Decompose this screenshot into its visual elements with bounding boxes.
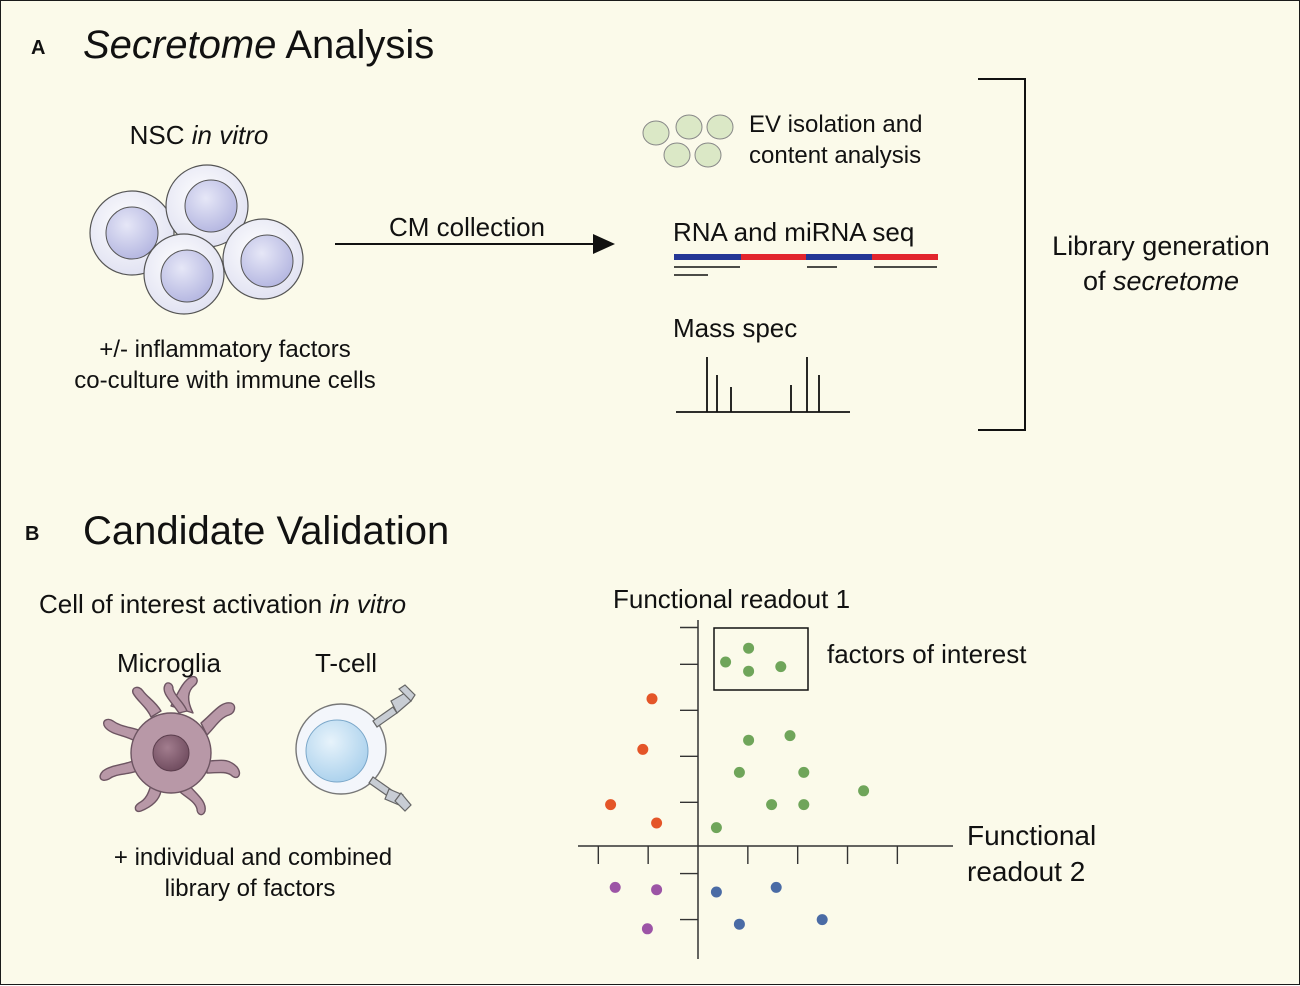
library-line-2-prefix: of [1083,266,1113,296]
factors-of-interest-box [713,627,809,691]
library-line-2: of secretome [1083,266,1239,296]
microglia-label: Microglia [117,648,222,678]
factors-line-2: library of factors [165,875,336,902]
data-point [710,822,722,834]
y-axis-label: Functional readout 1 [613,584,850,614]
nsc-label-italic: in vitro [192,120,269,150]
functional-readout-scatter: Functional readout 1 Functional readout … [578,584,1096,959]
nsc-cells-illustration [89,164,304,315]
data-point [798,766,810,778]
panel-b-letter: B [25,523,39,545]
data-point [646,693,658,705]
data-point [641,923,653,935]
receptor-icon [368,776,412,812]
x-axis-label-line-1: Functional [967,820,1096,851]
axis-ticks [597,626,899,921]
nsc-cell [222,218,304,300]
panel-a-letter: A [31,37,45,59]
data-point [733,766,745,778]
library-line-2-italic: secretome [1113,266,1239,296]
microglia-illustration [99,675,241,816]
receptor-icon [372,684,416,728]
data-point [858,785,870,797]
mass-spec-label: Mass spec [673,313,797,343]
data-point [720,656,732,668]
data-point [816,914,828,926]
data-point [609,881,621,893]
data-point [775,661,787,673]
x-axis-label-line-2: readout 2 [967,856,1085,887]
library-bracket [978,78,1026,431]
nsc-cell [143,233,225,315]
ev-line-2: content analysis [749,142,921,169]
nsc-cell [89,190,175,276]
mass-spectrum-icon [676,357,850,413]
factors-of-interest-label: factors of interest [827,639,1027,669]
library-line-1: Library generation [1052,231,1270,261]
data-point [651,884,663,896]
ev-line-1: EV isolation and [749,111,922,138]
nsc-label-text: NSC [130,120,192,150]
data-point [651,817,663,829]
activation-label-italic: in vitro [329,589,406,619]
panel-a-title-rest: Analysis [276,23,434,67]
activation-label-text: Cell of interest activation [39,589,329,619]
cm-collection-label: CM collection [389,212,545,242]
data-point [743,734,755,746]
panel-a-title: Secretome Analysis [83,23,434,67]
factors-line-1: + individual and combined [114,844,392,871]
condition-line-2: co-culture with immune cells [74,367,375,394]
data-point [733,918,745,930]
condition-line-1: +/- inflammatory factors [99,336,350,363]
data-point [637,743,649,755]
panel-a-title-italic: Secretome [83,23,276,67]
data-point [784,730,796,742]
nsc-label: NSC in vitro [130,120,269,150]
nsc-cell [165,164,249,248]
rna-seq-label: RNA and miRNA seq [673,217,914,247]
tcell-illustration [295,684,416,812]
data-point [770,881,782,893]
data-point [798,799,810,811]
data-point [743,642,755,654]
ev-vesicles-icon [642,114,734,168]
data-point [605,799,617,811]
data-points [605,642,870,935]
data-point [743,665,755,677]
data-point [766,799,778,811]
data-point [710,886,722,898]
panel-b-title: Candidate Validation [83,509,449,553]
tcell-label: T-cell [315,648,377,678]
activation-label: Cell of interest activation in vitro [39,589,406,619]
sequencing-reads-icon [674,254,938,276]
